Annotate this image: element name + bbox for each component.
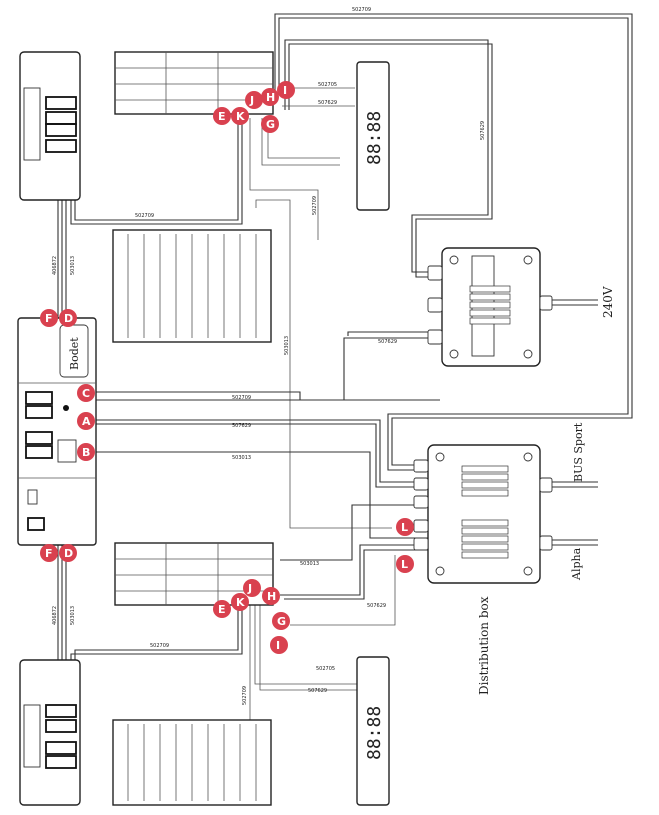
clock-display-bottom: 88:88: [356, 656, 390, 806]
cable-label-502709-top: 502709: [352, 7, 371, 13]
cable-label-507629-right: 507629: [480, 121, 486, 140]
cable-label-502709-low-vert: 502709: [242, 686, 248, 705]
tag-f-bottom: F: [40, 544, 58, 562]
tag-l-lower: L: [396, 555, 414, 573]
svg-text:G: G: [266, 118, 275, 131]
tag-i-bottom: I: [270, 636, 288, 654]
svg-text:A: A: [82, 415, 91, 428]
svg-text:D: D: [64, 312, 73, 325]
alpha-label: Alpha: [570, 547, 583, 581]
svg-text:E: E: [218, 110, 226, 123]
cable-label-507629-low: 507629: [367, 603, 386, 609]
svg-text:J: J: [249, 94, 254, 107]
svg-text:K: K: [236, 110, 245, 123]
cable-label-503013-bot: 503013: [70, 606, 76, 625]
svg-text:J: J: [247, 582, 252, 595]
cable-label-503013-vert: 503013: [284, 336, 290, 355]
cable-label-507629-a: 507629: [232, 423, 251, 429]
brand-logo: Bodet: [68, 337, 81, 370]
svg-text:H: H: [267, 590, 276, 603]
tag-d-bottom: D: [59, 544, 77, 562]
tag-i-top: I: [277, 81, 295, 99]
tag-e-top: E: [213, 107, 231, 125]
cable-label-502709-c: 502709: [232, 395, 251, 401]
seven-segment-digits: [45, 704, 77, 769]
cable-label-502709-vert: 502709: [312, 196, 318, 215]
tag-d-top: D: [59, 309, 77, 327]
cable-label-503013-b: 503013: [232, 455, 251, 461]
distribution-box: [413, 444, 553, 584]
terminal-block-upper: [461, 465, 509, 497]
tag-markers: F D C A B F D E K J H I G E K J H G I L …: [40, 81, 414, 654]
seven-segment-digits: [45, 96, 77, 153]
clock-display-top: 88:88: [356, 61, 390, 211]
distribution-box-label: Distribution box: [477, 596, 491, 695]
tag-a: A: [77, 412, 95, 430]
led-panel-top: [112, 229, 272, 343]
scoreboard-top-left: [19, 51, 81, 201]
cable-label-502705-top: 502705: [318, 82, 337, 88]
cable-labels: 502709 502705 507629 507629 502709 50270…: [52, 7, 486, 705]
cable-label-406872-bot: 406872: [52, 606, 58, 625]
tag-j-top: J: [245, 91, 263, 109]
scoreboard-bottom-left: [19, 659, 81, 806]
cable-label-503013-top: 503013: [70, 256, 76, 275]
svg-text:B: B: [82, 446, 90, 459]
tag-j-bottom: J: [243, 579, 261, 597]
power-junction-box: [427, 247, 553, 367]
svg-text:D: D: [64, 547, 73, 560]
svg-text:C: C: [82, 387, 90, 400]
svg-text:E: E: [218, 603, 226, 616]
clock-digits: 88:88: [364, 111, 385, 165]
cable-label-406872-top: 406872: [52, 256, 58, 275]
tag-c: C: [77, 384, 95, 402]
terminal-block-lower: [461, 519, 509, 559]
svg-text:F: F: [45, 312, 53, 325]
tag-k-top: K: [231, 107, 249, 125]
svg-text:I: I: [276, 639, 280, 652]
tag-g-bottom: G: [272, 612, 290, 630]
tag-k-bottom: K: [231, 593, 249, 611]
svg-text:K: K: [236, 596, 245, 609]
tag-b: B: [77, 443, 95, 461]
bus-sport-label: BUS Sport: [572, 422, 585, 482]
cable-label-502705-low: 502705: [316, 666, 335, 672]
clock-digits: 88:88: [364, 706, 385, 760]
cable-label-507629-low2: 507629: [308, 688, 327, 694]
tag-e-bottom: E: [213, 600, 231, 618]
tag-h-top: H: [261, 88, 279, 106]
svg-text:G: G: [277, 615, 286, 628]
tag-g-top: G: [261, 115, 279, 133]
cable-label-502709-low: 502709: [150, 643, 169, 649]
central-console: Bodet: [17, 317, 97, 546]
svg-text:F: F: [45, 547, 53, 560]
tag-l-upper: L: [396, 518, 414, 536]
led-panel-bottom: [112, 719, 272, 806]
svg-text:I: I: [283, 84, 287, 97]
terminal-block: [469, 285, 511, 325]
cable-label-507629-top: 507629: [318, 100, 337, 106]
svg-text:H: H: [266, 91, 275, 104]
wire-runs: [57, 13, 633, 720]
tag-h-bottom: H: [262, 587, 280, 605]
cable-label-503013-low: 503013: [300, 561, 319, 567]
svg-text:L: L: [401, 558, 408, 571]
tag-f-top: F: [40, 309, 58, 327]
cable-label-502709-mid: 502709: [135, 213, 154, 219]
svg-text:L: L: [401, 521, 408, 534]
voltage-label: 240V: [601, 286, 615, 318]
cable-label-507629-jb: 507629: [378, 339, 397, 345]
